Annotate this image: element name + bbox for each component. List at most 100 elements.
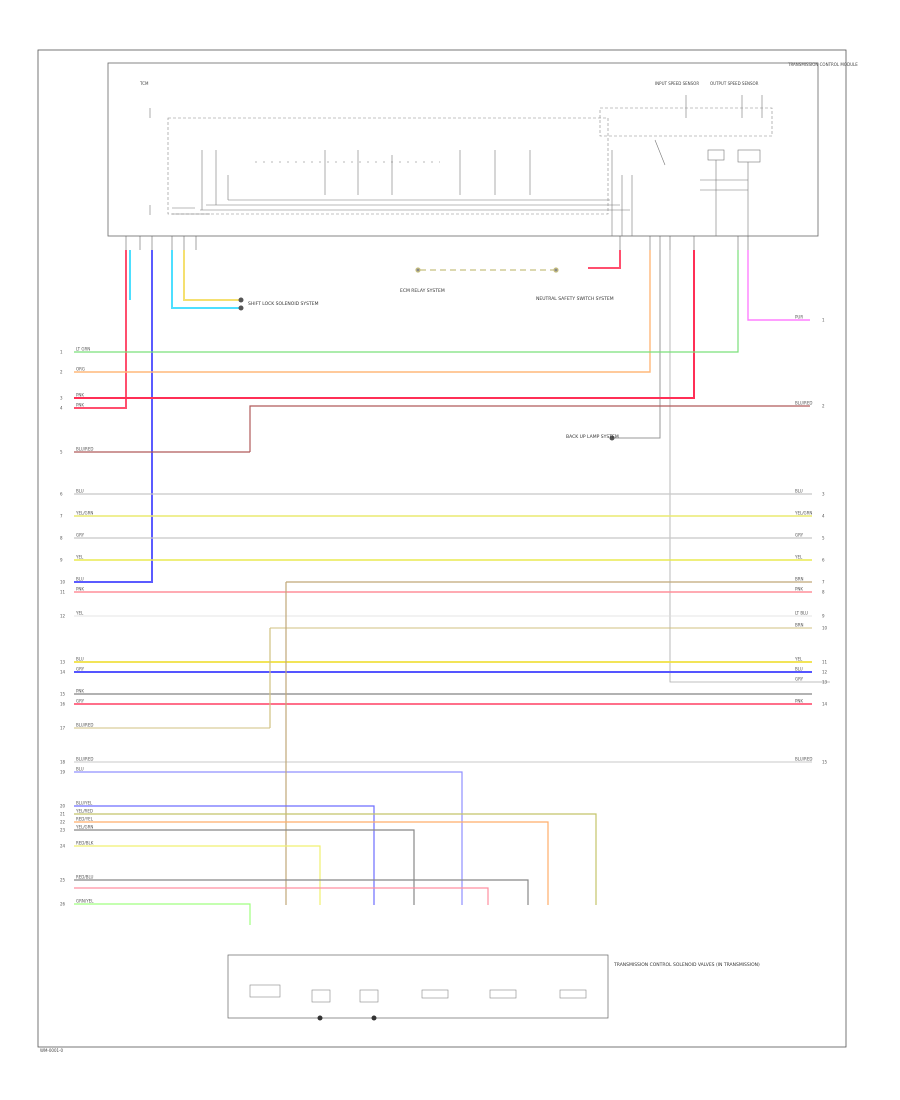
- note-backup-lamp: BACK UP LAMP SYSTEM: [566, 434, 619, 440]
- right-wire-color-label: YEL: [794, 657, 803, 662]
- left-wire-color-label: BLU/RED: [76, 447, 93, 452]
- center-connectors: [415, 267, 559, 273]
- left-wire-color-label: PNK: [76, 393, 84, 398]
- right-wire-color-label: BLU: [795, 489, 803, 494]
- risers: [269, 582, 287, 905]
- left-wire-color-label: BLU: [76, 577, 84, 582]
- left-pin-number: 22: [60, 820, 66, 825]
- left-wire-color-label: BLU: [76, 657, 84, 662]
- module-title: TRANSMISSION CONTROL MODULE: [787, 62, 858, 67]
- note-ecm-relay: ECM RELAY SYSTEM: [400, 288, 445, 294]
- right-pin-number: 6: [822, 558, 825, 563]
- left-wire-color-label: ORG: [76, 367, 85, 372]
- connector-dot: [238, 305, 244, 311]
- right-pin-number: 15: [822, 760, 828, 765]
- right-pin-number: 7: [822, 580, 825, 585]
- right-wire-color-label: PNK: [795, 587, 803, 592]
- left-pin-number: 12: [60, 614, 66, 619]
- left-wire-labels: 1LT GRN2ORG3PNK4PNK5BLU/RED6BLU7YEL/GRN8…: [60, 347, 94, 907]
- left-pin-number: 20: [60, 804, 66, 809]
- left-pin-number: 7: [60, 514, 63, 519]
- left-wire-color-label: PNK: [76, 689, 84, 694]
- left-pin-number: 15: [60, 692, 66, 697]
- right-pin-number: 3: [822, 492, 825, 497]
- left-pin-number: 1: [60, 350, 63, 355]
- left-pin-number: 14: [60, 670, 66, 675]
- note-neutral-start: NEUTRAL SAFETY SWITCH SYSTEM: [536, 296, 614, 302]
- left-wire-color-label: RED/YEL: [76, 817, 94, 822]
- right-pin-number: 10: [822, 626, 828, 631]
- left-pin-number: 24: [60, 844, 66, 849]
- ground-dot: [317, 1015, 323, 1021]
- footer-code: WM-0001-0: [40, 1048, 63, 1053]
- right-pin-number: 1: [822, 318, 825, 323]
- left-pin-number: 6: [60, 492, 63, 497]
- left-pin-number: 2: [60, 370, 63, 375]
- vertical-wires: [74, 250, 830, 683]
- module-header: TCM: [139, 81, 149, 86]
- left-wire-color-label: GRY: [76, 699, 85, 704]
- right-pin-number: 2: [822, 404, 825, 409]
- left-wire-color-label: GRY: [76, 667, 85, 672]
- right-wire-color-label: YEL/GRN: [794, 511, 812, 516]
- right-wire-color-label: BLU: [795, 667, 803, 672]
- right-pin-number: 8: [822, 590, 825, 595]
- left-pin-number: 4: [60, 406, 63, 411]
- left-pin-number: 19: [60, 770, 66, 775]
- right-wire-color-label: LT BLU: [795, 611, 808, 616]
- left-wire-color-label: BLU/RED: [76, 757, 93, 762]
- left-wire-color-label: YEL: [75, 611, 84, 616]
- left-pin-number: 26: [60, 902, 66, 907]
- left-wire-color-label: PNK: [76, 403, 84, 408]
- right-wire-color-label: YEL: [794, 555, 803, 560]
- left-wire-color-label: BLU/YEL: [76, 801, 93, 806]
- left-pin-number: 3: [60, 396, 63, 401]
- right-pin-number: 11: [822, 660, 828, 665]
- connector-dot: [238, 297, 244, 303]
- right-pin-number: 13: [822, 680, 828, 685]
- left-wire-color-label: BLU/RED: [76, 723, 93, 728]
- right-wire-color-label: BLU/RED: [795, 757, 812, 762]
- right-wire-color-label: BLU/RED: [795, 401, 812, 406]
- left-wire-color-label: GRN/YEL: [76, 899, 94, 904]
- left-pin-number: 13: [60, 660, 66, 665]
- left-pin-number: 18: [60, 760, 66, 765]
- harness-wires: [74, 493, 812, 905]
- left-wire-color-label: YEL/GRN: [75, 511, 93, 516]
- left-pin-number: 5: [60, 450, 63, 455]
- left-wire-color-label: PNK: [76, 587, 84, 592]
- blu-red-wire: [249, 405, 810, 452]
- left-pin-number: 23: [60, 828, 66, 833]
- solenoid-harness: [74, 805, 597, 925]
- note-solenoid-valve: TRANSMISSION CONTROL SOLENOID VALVES (IN…: [613, 962, 760, 968]
- right-wire-color-label: GRY: [795, 533, 804, 538]
- left-pin-number: 21: [60, 812, 66, 817]
- right-pin-number: 14: [822, 702, 828, 707]
- right-wire-color-label: BRN: [795, 577, 804, 582]
- left-wire-color-label: RED/BLU: [76, 875, 94, 880]
- right-pin-number: 5: [822, 536, 825, 541]
- left-wire-color-label: YEL/GRN: [75, 825, 93, 830]
- right-wire-color-label: PUR: [795, 315, 803, 320]
- module-internals: [149, 95, 763, 236]
- right-pin-number: 12: [822, 670, 828, 675]
- solenoid-box: [227, 954, 609, 1019]
- right-wire-color-label: PNK: [795, 699, 803, 704]
- left-wire-color-label: GRY: [76, 533, 85, 538]
- left-pin-number: 9: [60, 558, 63, 563]
- left-wire-color-label: BLU: [76, 489, 84, 494]
- left-pin-number: 17: [60, 726, 66, 731]
- sensor-label-2: OUTPUT SPEED SENSOR: [710, 81, 759, 86]
- connector-pins: [125, 236, 749, 250]
- connector-dot: [609, 435, 615, 441]
- left-wire-color-label: YEL/RED: [75, 809, 93, 814]
- left-wire-color-label: RED/BLK: [76, 841, 94, 846]
- right-pin-number: 4: [822, 514, 825, 519]
- left-pin-number: 11: [60, 590, 66, 595]
- left-wire-color-label: BLU: [76, 767, 84, 772]
- left-pin-number: 25: [60, 878, 66, 883]
- sensor-label-1: INPUT SPEED SENSOR: [655, 81, 699, 86]
- left-pin-number: 16: [60, 702, 66, 707]
